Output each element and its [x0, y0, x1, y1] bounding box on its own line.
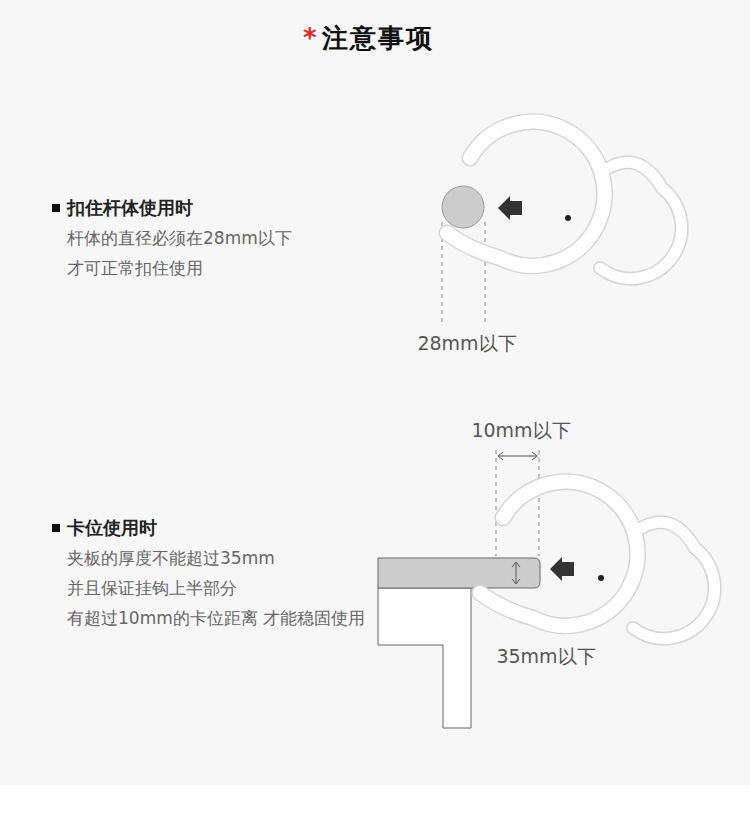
section-heading: 扣住杆体使用时: [67, 195, 193, 221]
section-heading: 卡位使用时: [67, 515, 157, 541]
hook-rod: [442, 122, 682, 322]
dimension-label: 10mm以下: [471, 417, 570, 443]
title-asterisk: *: [303, 21, 317, 55]
section-note: 杆体的直径必须在28mm以下 才可正常扣住使用: [67, 223, 367, 283]
background-panel: [0, 0, 750, 785]
hook-board: [378, 450, 715, 728]
section-note: 夹板的厚度不能超过35mm 并且保证挂钩上半部分 有超过10mm的卡位距离 才能…: [67, 543, 367, 633]
dimension-label: 35mm以下: [496, 643, 595, 669]
bullet-squares: [52, 204, 60, 532]
page-title: 注意事项: [322, 21, 434, 55]
dimension-label: 28mm以下: [417, 330, 516, 356]
